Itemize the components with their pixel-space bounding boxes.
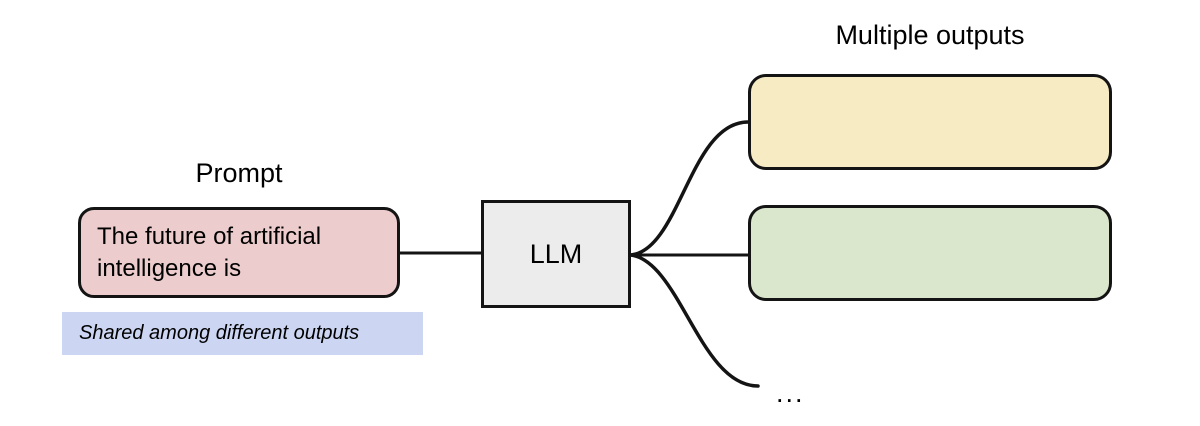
prompt-text: The future of artificial intelligence is (97, 222, 322, 282)
llm-label: LLM (529, 238, 583, 269)
output-node-1 (748, 205, 1112, 301)
shared-note-banner: Shared among different outputs (62, 312, 423, 355)
shared-note-text: Shared among different outputs (79, 322, 360, 344)
edge-llm-to-ellipsis (629, 253, 760, 388)
outputs-ellipsis: ... (776, 378, 805, 408)
output-node-0 (748, 74, 1112, 170)
prompt-node: The future of artificial intelligence is (78, 207, 400, 298)
outputs-caption: Multiple outputs (835, 20, 1025, 50)
prompt-caption: Prompt (195, 158, 283, 188)
edge-llm-to-output-0 (629, 120, 750, 257)
llm-node: LLM (481, 200, 631, 308)
